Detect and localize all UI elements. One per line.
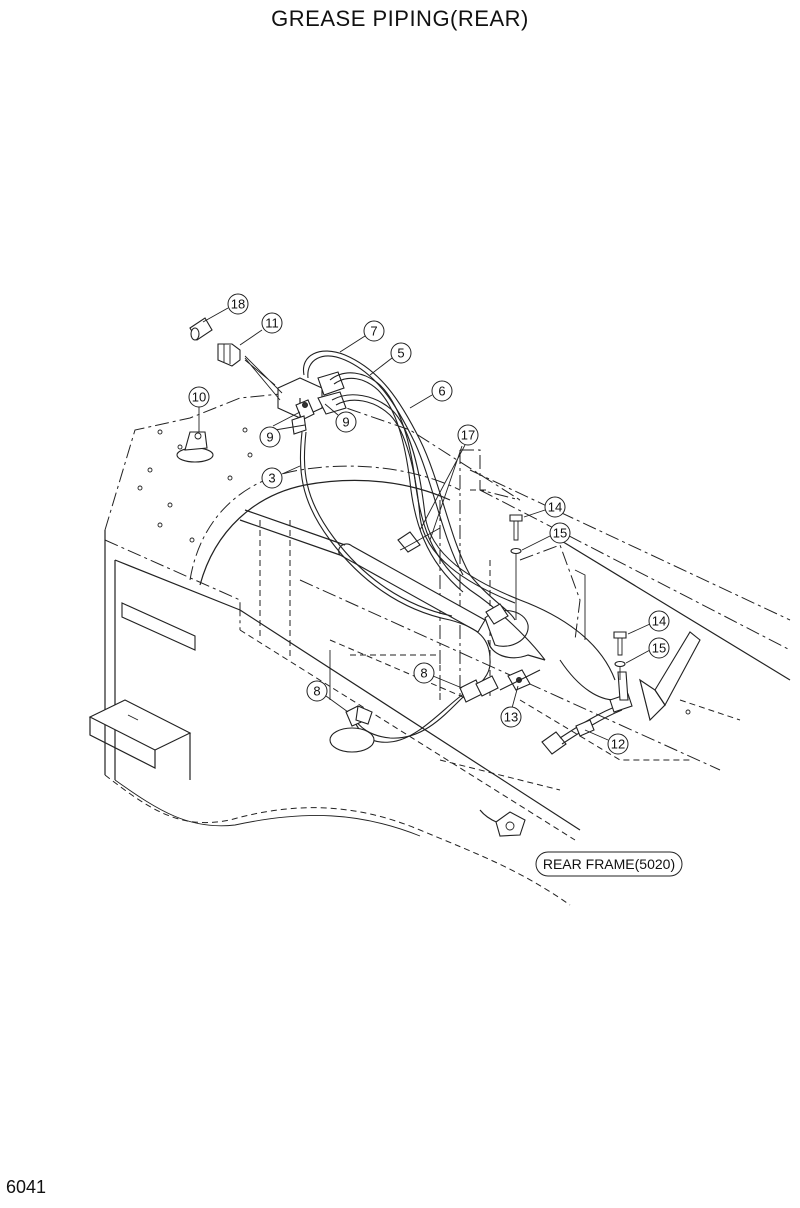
page-number: 6041 [6,1177,47,1197]
callout-9-left: 9 [259,411,306,448]
svg-text:3: 3 [268,471,275,486]
svg-text:14: 14 [652,614,666,629]
grease-cap-part-18 [189,317,213,341]
callout-8-upper: 8 [413,662,463,689]
grease-distributor-block [277,371,347,435]
svg-text:10: 10 [192,390,206,405]
callout-12: 12 [584,729,629,755]
callout-8-lower: 8 [306,680,349,713]
svg-text:18: 18 [231,297,245,312]
svg-text:12: 12 [611,737,625,752]
svg-text:15: 15 [652,641,666,656]
svg-text:8: 8 [420,666,427,681]
callout-14-lower: 14 [627,610,670,635]
svg-text:9: 9 [266,430,273,445]
elbow-fitting-part-10 [176,431,214,463]
callout-6: 6 [409,380,453,409]
page-title: GREASE PIPING(REAR) [271,6,529,31]
callout-14-upper: 14 [523,496,566,518]
svg-text:9: 9 [342,415,349,430]
callout-10: 10 [188,386,210,432]
svg-text:13: 13 [504,710,518,725]
svg-text:11: 11 [265,316,279,331]
callout-18: 18 [202,293,249,323]
callout-9-right: 9 [324,403,357,433]
callout-15-upper: 15 [521,522,571,551]
grease-hoses [299,350,616,743]
svg-text:15: 15 [553,526,567,541]
callout-3: 3 [261,465,301,489]
lower-fittings [329,514,633,755]
svg-text:14: 14 [548,500,562,515]
callout-17: 17 [419,424,479,541]
rear-frame-reference: REAR FRAME(5020) [535,851,683,877]
grease-nipple-part-11 [217,343,241,367]
steering-cylinder [239,509,546,661]
svg-text:7: 7 [370,324,377,339]
callout-7: 7 [339,320,385,353]
callout-13: 13 [500,685,522,728]
svg-text:REAR FRAME(5020): REAR FRAME(5020) [543,856,675,872]
svg-text:5: 5 [397,346,404,361]
svg-text:17: 17 [461,428,475,443]
svg-text:8: 8 [313,684,320,699]
rear-frame-body [88,391,791,906]
svg-text:6: 6 [438,384,445,399]
callout-5: 5 [369,342,412,376]
callout-15-lower: 15 [625,637,670,664]
callout-11: 11 [239,312,283,346]
